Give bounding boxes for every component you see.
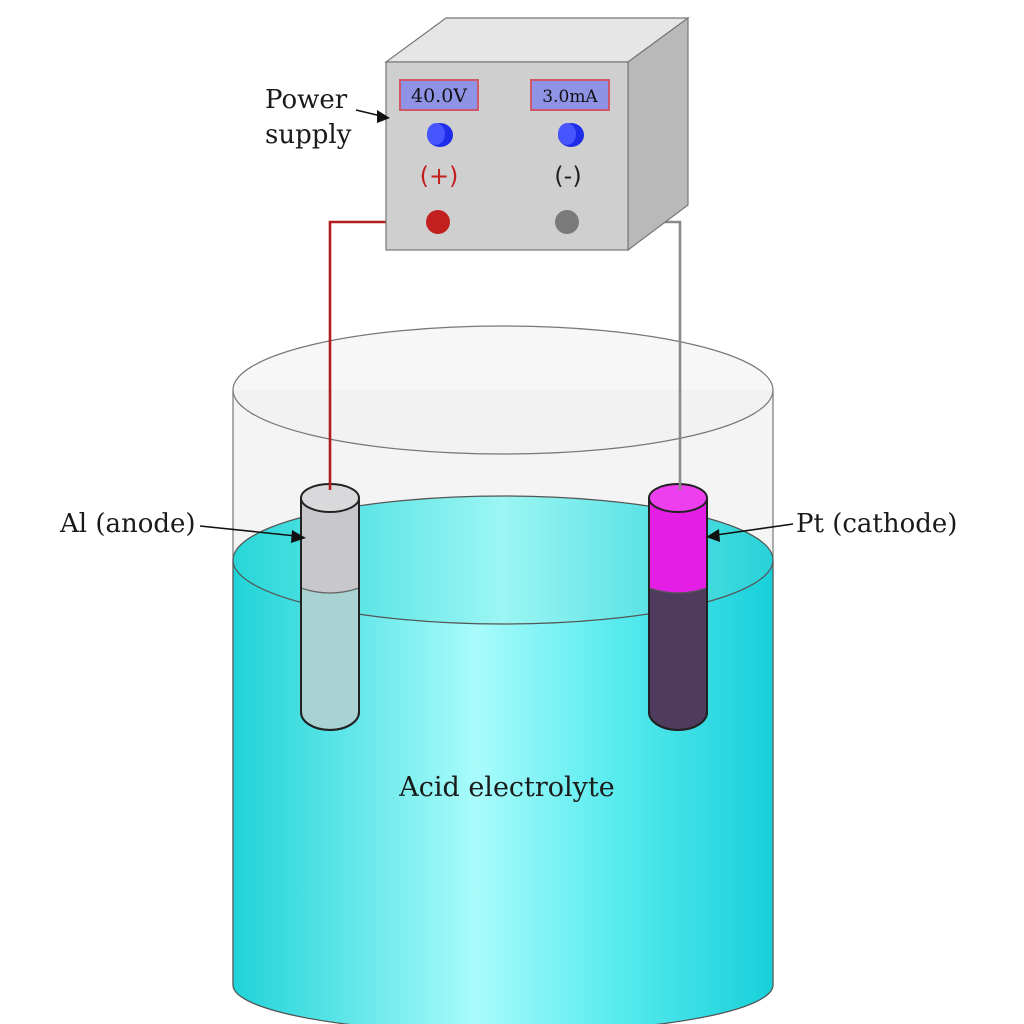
cathode-electrode [648, 483, 708, 731]
cathode-arrow [706, 523, 794, 542]
voltage-display [399, 79, 479, 111]
voltage-display-text: 40.0V [411, 85, 467, 107]
power-supply: 40.0V 3.0mA (+) (-) [384, 16, 690, 252]
power-supply-label-line2: supply [265, 120, 352, 150]
electrolyte-liquid [232, 559, 774, 1024]
power-supply-label-line1: Power [265, 85, 348, 115]
voltage-knob[interactable] [427, 123, 453, 147]
anode-label: Al (anode) [59, 509, 196, 539]
current-knob[interactable] [558, 123, 584, 147]
electrolyte-surface [232, 495, 774, 625]
electrolyte-label: Acid electrolyte [398, 772, 615, 803]
anode-arrow [199, 525, 306, 543]
positive-terminal[interactable] [426, 210, 450, 234]
beaker-rim [232, 325, 774, 455]
positive-terminal-label: (+) [420, 162, 459, 190]
current-display [530, 79, 610, 111]
negative-terminal-label: (-) [554, 162, 581, 190]
anode-electrode [300, 483, 360, 731]
negative-terminal[interactable] [555, 210, 579, 234]
current-display-text: 3.0mA [542, 87, 598, 107]
beaker [232, 325, 774, 1024]
power-supply-arrow [355, 109, 390, 123]
cathode-label: Pt (cathode) [796, 509, 957, 539]
